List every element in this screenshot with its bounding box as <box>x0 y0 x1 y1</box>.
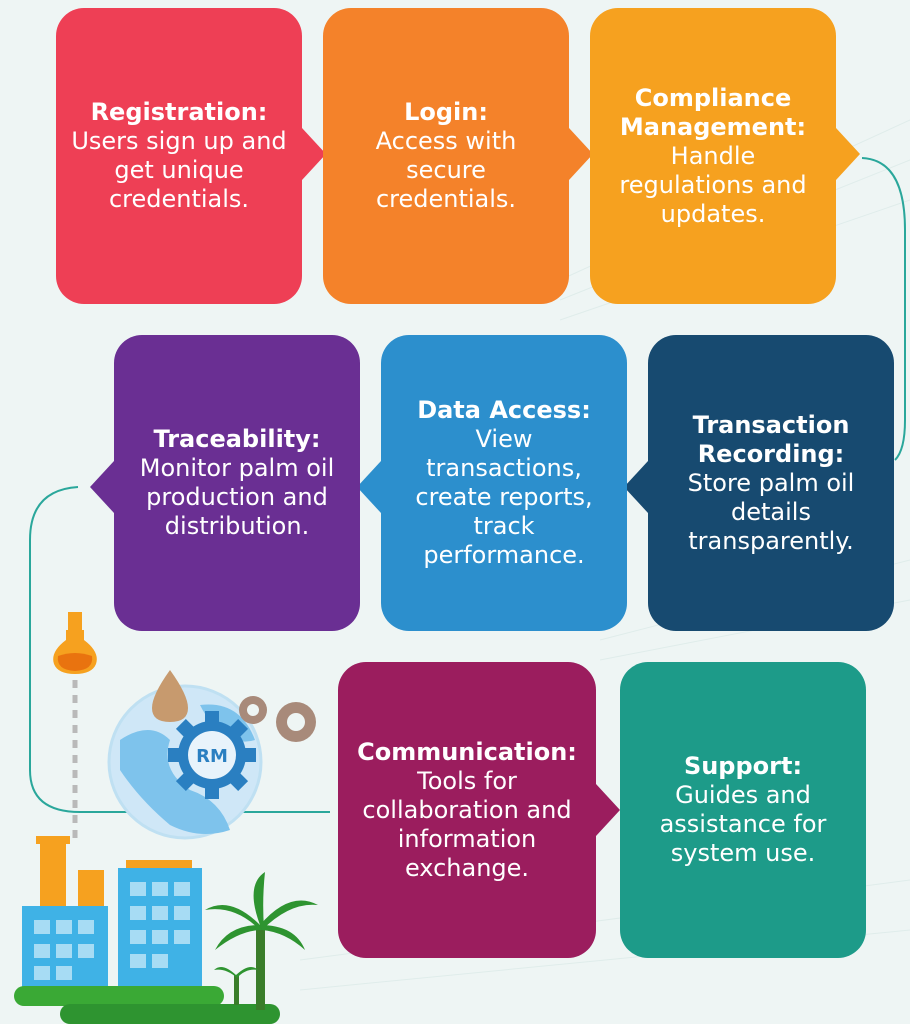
step-registration-body: Users sign up and get unique credentials… <box>71 127 287 213</box>
connector-line-right <box>861 157 906 461</box>
connector-line-left <box>29 486 330 813</box>
step-transaction-title: Transaction Recording: <box>692 410 850 468</box>
step-compliance-title: Compliance Management: <box>619 83 807 141</box>
arrow-login-to-compliance <box>569 128 593 180</box>
step-data-access-title: Data Access: <box>417 396 591 424</box>
step-login-body: Access with secure credentials. <box>375 127 517 213</box>
arrow-registration-to-login <box>302 128 326 180</box>
arrow-communication-to-support <box>596 784 620 836</box>
step-support: Support: Guides and assistance for syste… <box>620 662 866 958</box>
arrow-compliance-out <box>836 128 860 180</box>
step-traceability: Traceability: Monitor palm oil productio… <box>114 335 360 631</box>
step-traceability-body: Monitor palm oil production and distribu… <box>139 454 335 540</box>
gear-label: RM <box>196 746 228 767</box>
gear-icon: RM <box>168 711 256 799</box>
step-registration: Registration: Users sign up and get uniq… <box>56 8 302 304</box>
step-data-access-body: View transactions, create reports, track… <box>415 425 593 569</box>
oil-drop-icon <box>152 670 188 722</box>
step-transaction: Transaction Recording: Store palm oil de… <box>648 335 894 631</box>
flask-icon <box>53 612 97 674</box>
step-registration-title: Registration: <box>90 98 268 126</box>
step-communication: Communication: Tools for collaboration a… <box>338 662 596 958</box>
factory-icon <box>14 836 280 1024</box>
palm-tree-icon <box>205 872 318 1010</box>
palm-oil-illustration: RM <box>14 612 318 1024</box>
step-login: Login: Access with secure credentials. <box>323 8 569 304</box>
arrow-transaction-to-data-access <box>624 461 648 513</box>
step-login-title: Login: <box>404 98 488 126</box>
step-communication-body: Tools for collaboration and information … <box>362 766 572 882</box>
arrow-data-access-to-traceability <box>357 461 381 513</box>
step-communication-title: Communication: <box>357 737 577 766</box>
step-data-access: Data Access: View transactions, create r… <box>381 335 627 631</box>
step-traceability-title: Traceability: <box>153 425 321 453</box>
arrow-traceability-out <box>90 461 114 513</box>
step-transaction-body: Store palm oil details transparently. <box>687 468 855 555</box>
step-compliance: Compliance Management: Handle regulation… <box>590 8 836 304</box>
step-compliance-body: Handle regulations and updates. <box>619 141 807 228</box>
step-support-title: Support: <box>683 752 803 780</box>
step-support-body: Guides and assistance for system use. <box>659 781 827 867</box>
